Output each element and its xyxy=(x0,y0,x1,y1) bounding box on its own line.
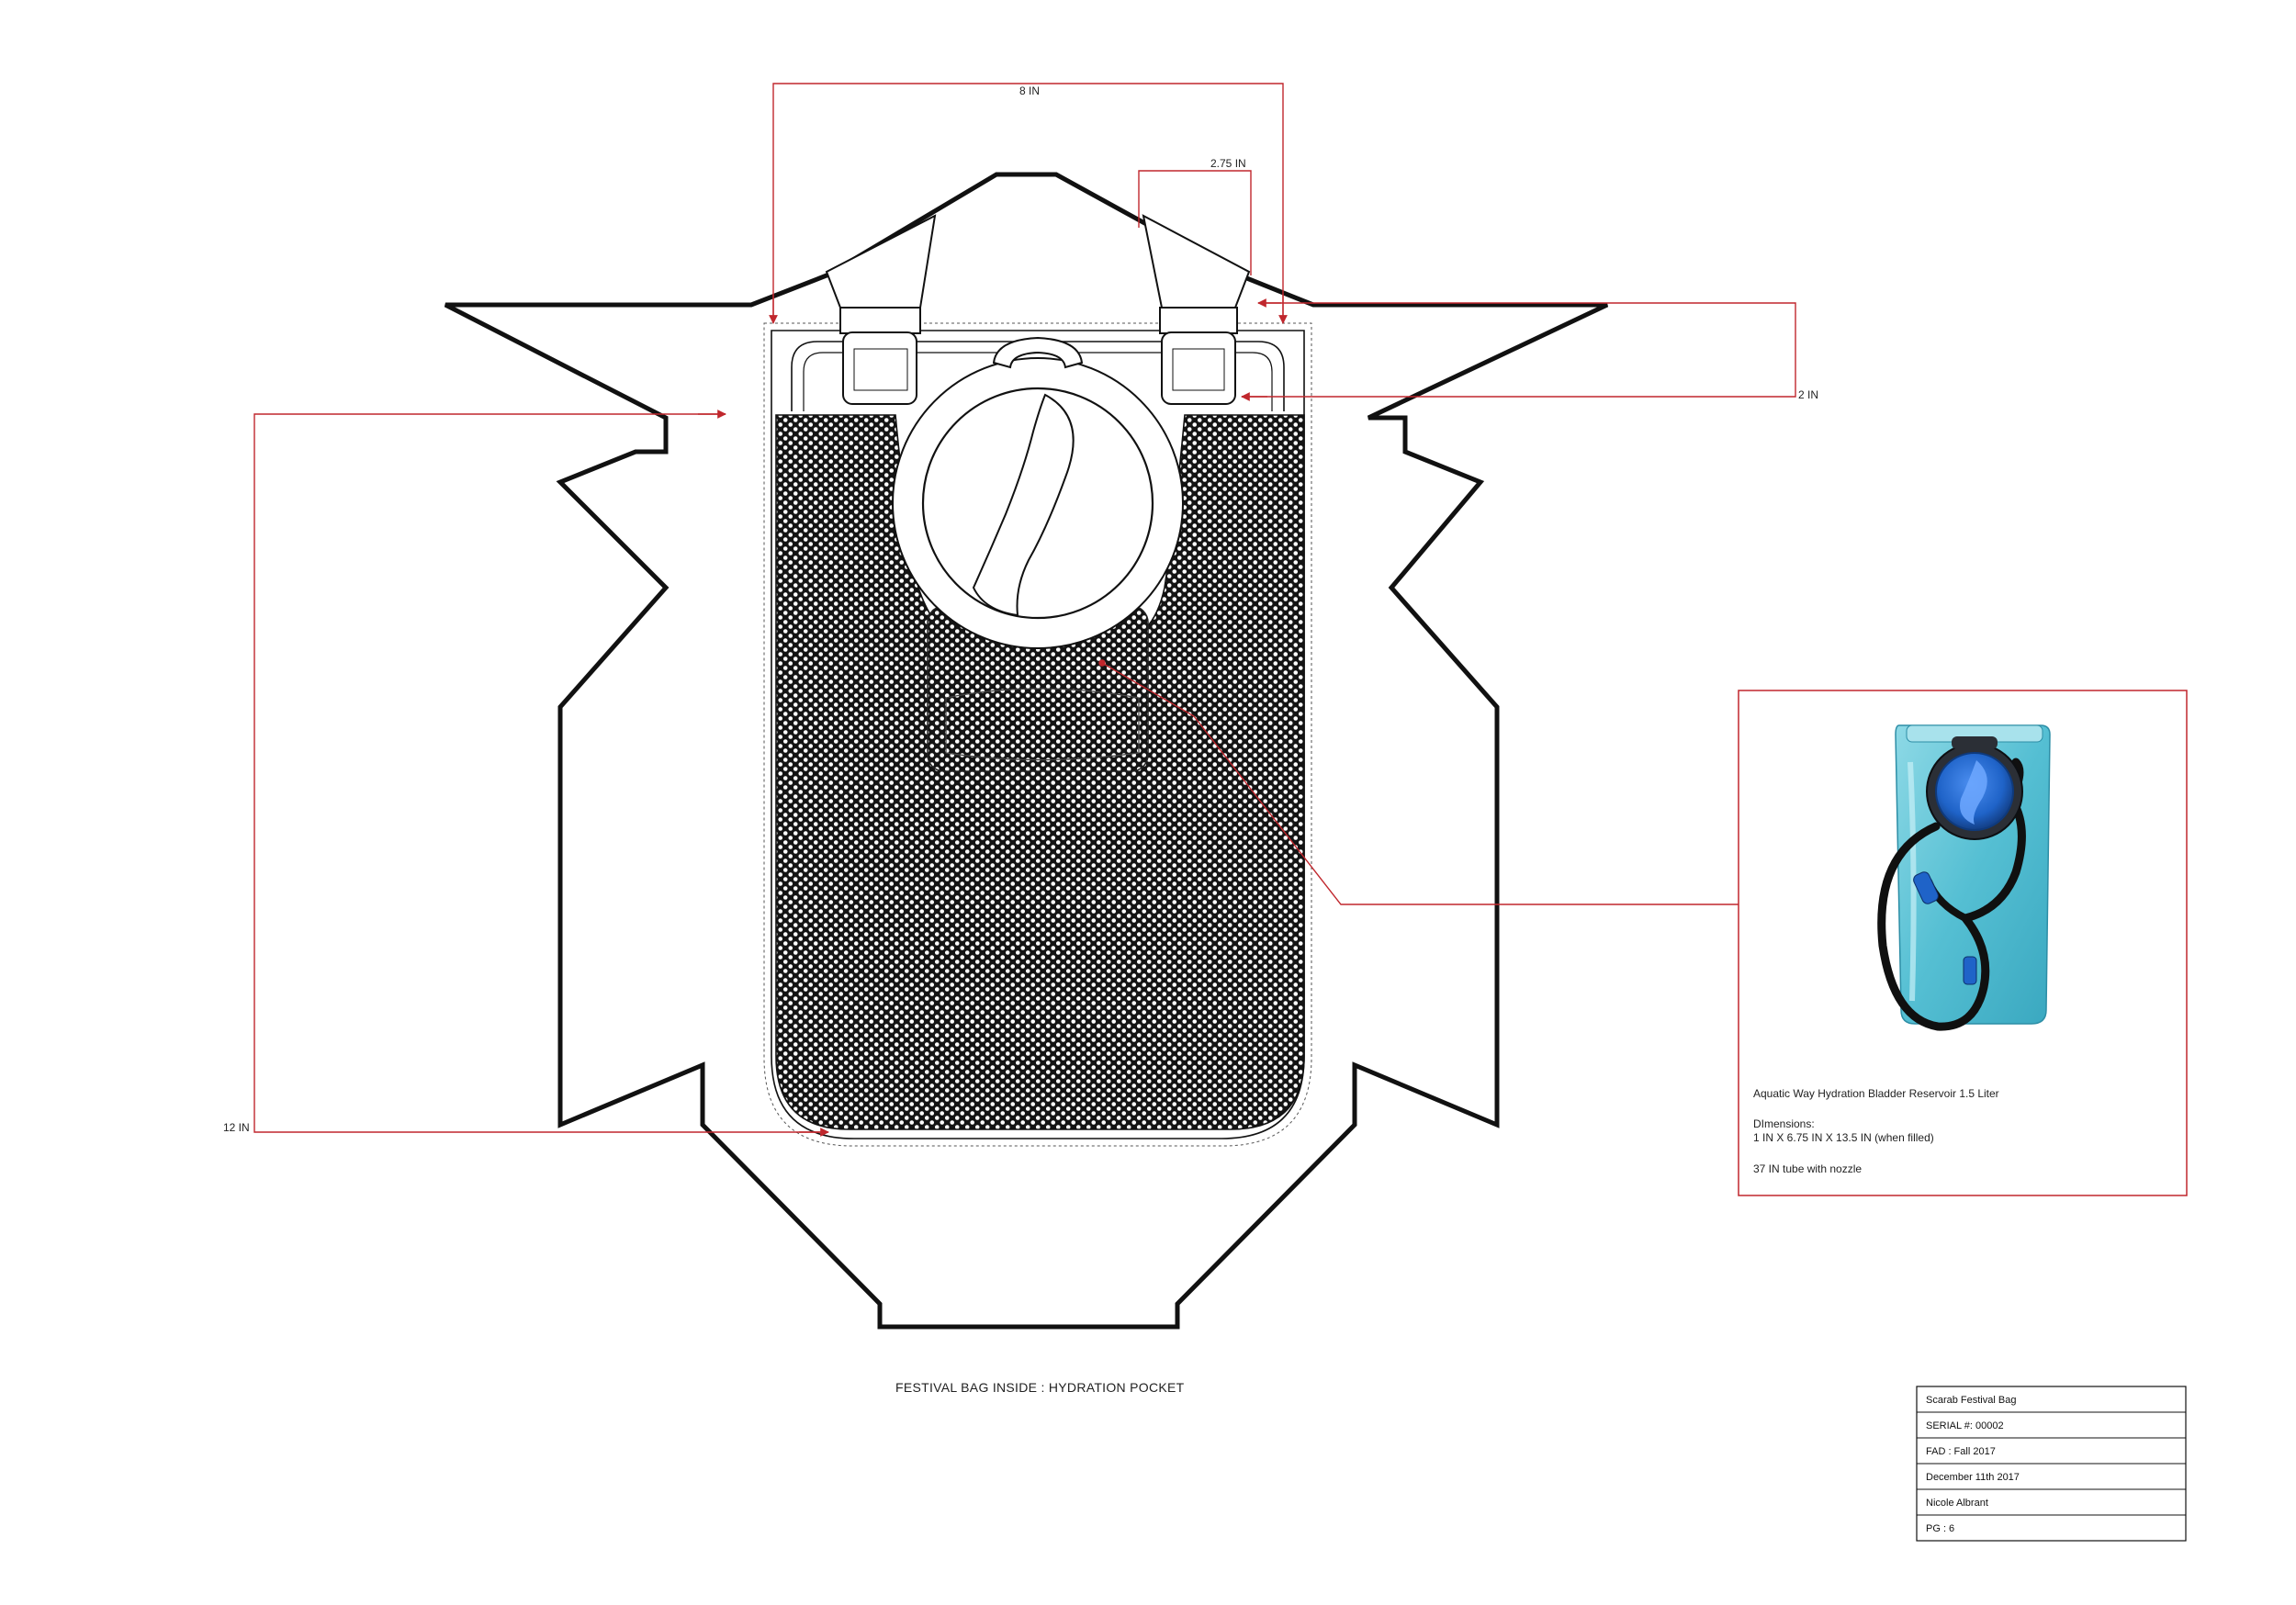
hydration-bladder-photo xyxy=(1877,724,2051,1031)
left-strap-clip xyxy=(842,331,917,405)
product-dimensions-heading: DImensions: xyxy=(1753,1117,1815,1130)
bladder-cap-drawing xyxy=(892,336,1184,649)
dim-pocket-height-line xyxy=(253,413,827,1133)
mesh-inner-pocket-flap xyxy=(945,688,1140,761)
drink-tube xyxy=(1877,758,2026,1031)
dim-label-strap-width: 2.75 IN xyxy=(1210,157,1246,170)
title-block: Scarab Festival Bag SERIAL #: 00002 FAD … xyxy=(1916,1386,2187,1542)
product-callout: Aquatic Way Hydration Bladder Reservoir … xyxy=(1738,690,2188,1196)
left-strap-clip-inner xyxy=(853,348,908,391)
bladder-highlight xyxy=(1908,761,1917,1002)
quick-release xyxy=(1963,956,1977,985)
dim-label-strap-height: 2 IN xyxy=(1798,388,1818,401)
cap-swirl xyxy=(972,393,1075,617)
dim-label-top-width: 8 IN xyxy=(1019,84,1040,97)
product-tube-spec: 37 IN tube with nozzle xyxy=(1753,1162,1862,1175)
dimension-labels: 8 IN 2.75 IN 2 IN 12 IN xyxy=(223,84,1818,1134)
dim-top-width-line xyxy=(772,83,1284,321)
left-strap xyxy=(825,214,937,309)
product-dimensions-value: 1 IN X 6.75 IN X 13.5 IN (when filled) xyxy=(1753,1131,1934,1144)
dim-strap-width-line xyxy=(1138,170,1252,275)
title-block-term: FAD : Fall 2017 xyxy=(1926,1446,1996,1457)
product-name: Aquatic Way Hydration Bladder Reservoir … xyxy=(1753,1087,1999,1100)
callout-leader-dot xyxy=(1098,659,1106,667)
bladder-cap-swirl xyxy=(1960,760,1987,825)
title-block-serial: SERIAL #: 00002 xyxy=(1926,1420,2004,1431)
left-strap-buckle xyxy=(839,307,921,334)
title-block-date: December 11th 2017 xyxy=(1926,1472,2020,1483)
bladder-cap-handle xyxy=(1952,736,1998,749)
callout-leader-line xyxy=(1101,662,1739,905)
dimension-lines xyxy=(253,83,1796,1137)
bite-valve xyxy=(1913,871,1939,904)
dim-label-pocket-height: 12 IN xyxy=(223,1121,250,1134)
title-block-author: Nicole Albrant xyxy=(1926,1498,1988,1509)
cap-handle xyxy=(992,336,1084,369)
drawing-caption: FESTIVAL BAG INSIDE : HYDRATION POCKET xyxy=(895,1380,1185,1395)
dim-strap-height-line xyxy=(1242,302,1796,398)
title-block-page: PG : 6 xyxy=(1926,1523,1954,1534)
title-block-project: Scarab Festival Bag xyxy=(1926,1395,2016,1406)
right-strap xyxy=(1142,214,1251,309)
right-strap-buckle xyxy=(1159,307,1238,334)
right-strap-clip xyxy=(1161,331,1236,405)
right-strap-clip-inner xyxy=(1172,348,1225,391)
